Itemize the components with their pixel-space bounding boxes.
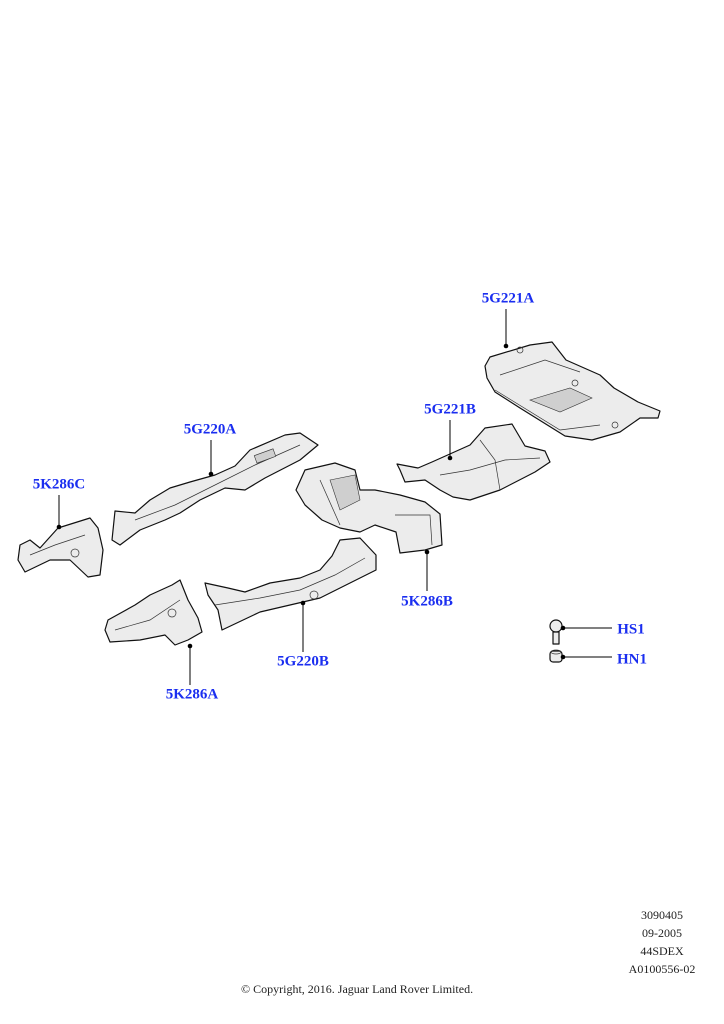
illustration-number: 3090405 [641,908,683,922]
callout-5K286B[interactable]: 5K286B [401,593,453,610]
part-5K286C [17,517,104,578]
illustration-code: 44SDEX [640,944,684,958]
callout-HS1[interactable]: HS1 [617,621,645,638]
illustration-id: A0100556-02 [628,962,696,976]
callout-5K286C[interactable]: 5K286C [32,476,86,493]
callout-5G221B[interactable]: 5G221B [424,401,476,418]
callout-HN1[interactable]: HN1 [617,651,647,668]
callout-5G220A[interactable]: 5G220A [183,421,237,438]
part-5G221B [396,423,551,501]
screw-hs1-icon [549,619,563,645]
illustration-date: 09-2005 [642,926,682,940]
callout-5G221A[interactable]: 5G221A [481,290,535,307]
part-5G220A [111,432,319,546]
part-5K286A [104,579,203,646]
callout-5K286A[interactable]: 5K286A [165,686,219,703]
part-5G220B [204,537,377,631]
part-5G221A [484,341,661,441]
nut-hn1-icon [549,649,563,663]
leader-lines [56,309,612,685]
callout-5G220B[interactable]: 5G220B [277,653,329,670]
part-5K286B [295,462,443,554]
copyright-notice: © Copyright, 2016. Jaguar Land Rover Lim… [241,982,474,996]
